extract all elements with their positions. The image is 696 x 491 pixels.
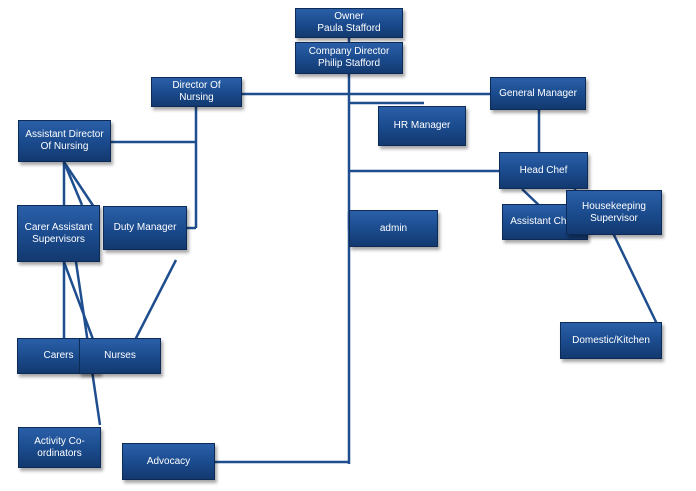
- director-of-nursing-label: Director Of Nursing: [172, 80, 221, 103]
- assistant-director-of-nursing-box[interactable]: Assistant Director Of Nursing: [18, 120, 111, 162]
- company-director-title: Company Director: [308, 46, 390, 57]
- company-director-name: Philip Stafford: [317, 58, 381, 69]
- nurses-label: Nurses: [104, 350, 136, 361]
- activity-coordinators-box[interactable]: Activity Co-ordinators: [18, 427, 101, 468]
- hr-manager-box[interactable]: HR Manager: [378, 106, 466, 146]
- carer-assistant-supervisors-label: Carer Assistant Supervisors: [24, 221, 93, 245]
- director-of-nursing-box[interactable]: Director Of Nursing: [151, 77, 242, 107]
- head-chef-label: Head Chef: [519, 164, 568, 176]
- duty-manager-label: Duty Manager: [113, 222, 177, 233]
- owner-title: Owner: [334, 11, 364, 22]
- general-manager-label: General Manager: [499, 87, 577, 99]
- domestic-kitchen-box[interactable]: Domestic/Kitchen: [560, 322, 662, 359]
- company-director-box[interactable]: Company Director Philip Stafford: [295, 42, 403, 74]
- general-manager-box[interactable]: General Manager: [490, 77, 586, 110]
- assistant-chefs-label: Assistant Chefs: [510, 216, 580, 227]
- housekeeping-supervisor-label: Housekeeping Supervisor: [582, 200, 646, 224]
- carers-label: Carers: [43, 350, 74, 361]
- housekeeping-supervisor-box[interactable]: Housekeeping Supervisor: [566, 190, 662, 235]
- head-chef-box[interactable]: Head Chef: [499, 152, 588, 189]
- connector-duty-nurses: [132, 259, 178, 343]
- assistant-director-of-nursing-label: Assistant Director Of Nursing: [25, 129, 104, 152]
- carer-assistant-supervisors-box[interactable]: Carer Assistant Supervisors: [17, 205, 100, 262]
- domestic-kitchen-label: Domestic/Kitchen: [572, 334, 650, 346]
- advocacy-label: Advocacy: [146, 455, 191, 467]
- admin-box[interactable]: admin: [349, 210, 438, 247]
- duty-manager-box[interactable]: Duty Manager: [103, 206, 187, 250]
- hr-manager-label: HR Manager: [393, 120, 451, 131]
- nurses-box[interactable]: Nurses: [79, 338, 161, 374]
- advocacy-box[interactable]: Advocacy: [122, 443, 215, 480]
- connector-adon-carer-3: [62, 161, 84, 206]
- connector-carer-nurses-1: [62, 261, 99, 351]
- connector-housekeeping-domestic: [611, 232, 659, 325]
- admin-label: admin: [379, 222, 408, 234]
- activity-coordinators-label: Activity Co-ordinators: [34, 435, 85, 459]
- owner-name: Paula Stafford: [317, 23, 381, 34]
- owner-box[interactable]: Owner Paula Stafford: [295, 8, 403, 38]
- connector-adon-carer-2: [62, 161, 98, 211]
